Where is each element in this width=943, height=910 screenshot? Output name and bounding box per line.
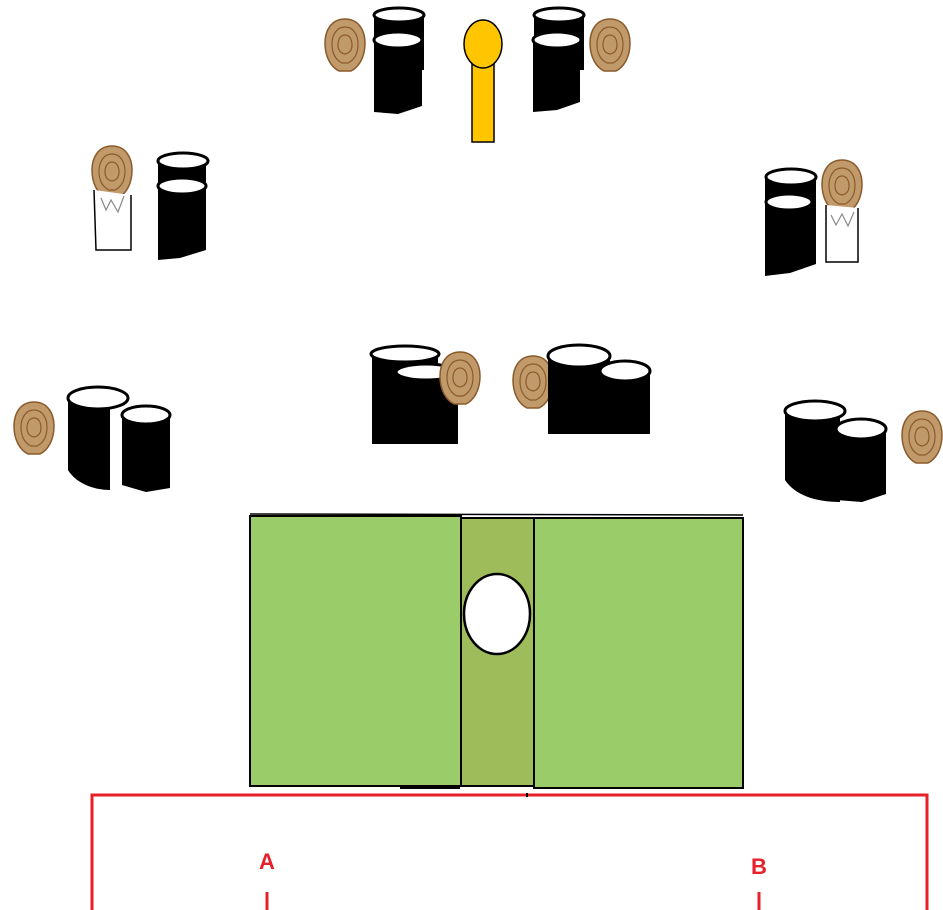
table-hole <box>462 572 532 656</box>
barrel-upper-right <box>764 167 818 276</box>
shooter-post <box>463 19 503 143</box>
target-mid-center-left <box>439 351 481 405</box>
target-mid-right <box>901 410 943 464</box>
table <box>249 513 744 789</box>
barrel-top-left-front <box>372 30 424 114</box>
target-mid-center-right <box>512 355 554 409</box>
barrel-top-right-front <box>531 30 583 112</box>
barrel-mid-right-small <box>834 417 888 502</box>
target-mid-left <box>13 401 55 455</box>
target-top-left <box>324 18 366 72</box>
red-area: A B <box>90 793 929 910</box>
barrel-mid-center-right <box>546 343 652 434</box>
target-upper-left <box>91 145 133 251</box>
target-top-right <box>589 18 631 72</box>
position-b-label: B <box>751 854 767 879</box>
target-upper-right <box>821 159 863 263</box>
barrel-mid-right-large <box>783 399 847 502</box>
barrel-mid-left-small <box>120 404 172 492</box>
barrel-mid-left-large <box>66 385 130 490</box>
position-a-label: A <box>259 849 275 874</box>
barrel-upper-left <box>156 151 210 260</box>
